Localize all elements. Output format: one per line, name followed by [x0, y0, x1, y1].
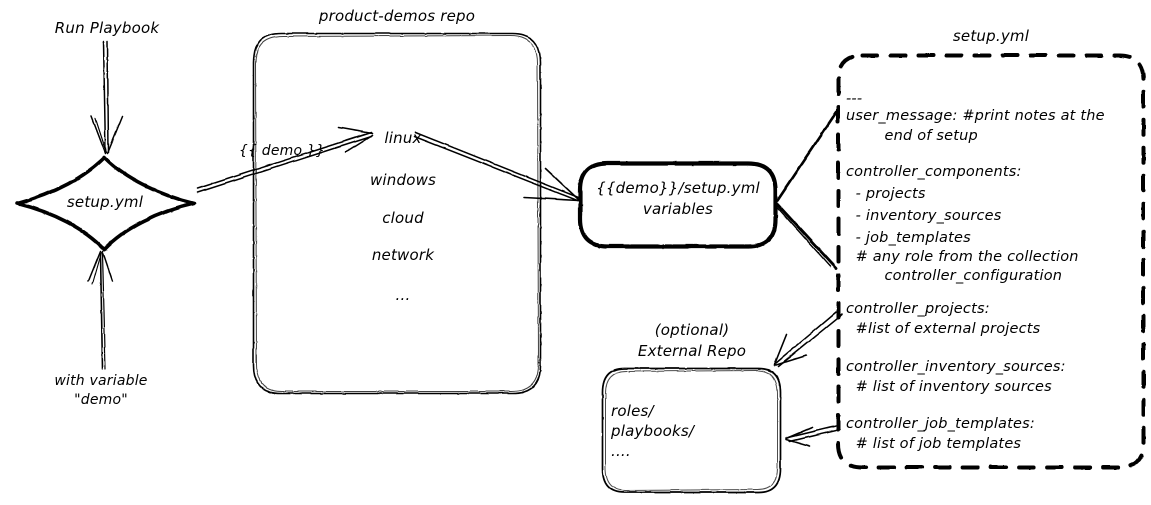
- repo-item-linux[interactable]: linux: [384, 129, 422, 147]
- arrow-file-to-external-bottom: [785, 424, 841, 447]
- yml-line-14: controller_inventory_sources:: [846, 359, 1066, 375]
- yml-line-18: # list of job templates: [846, 436, 1022, 452]
- setup-diamond-label: setup.yml: [66, 193, 144, 211]
- vars-box-line2: variables: [642, 200, 714, 218]
- repo-box-title: product-demos repo: [318, 7, 476, 25]
- yml-line-11: controller_projects:: [846, 301, 990, 317]
- external-repo-item-roles[interactable]: roles/: [611, 402, 654, 420]
- setup-yml-file-title: setup.yml: [952, 27, 1030, 45]
- arrow-file-to-external-top: [773, 309, 843, 367]
- yml-line-6: - inventory_sources: [846, 208, 1002, 224]
- line-file-to-vars-bottom: [775, 202, 838, 270]
- yml-line-9: controller_configuration: [846, 268, 1063, 284]
- external-repo-item-playbooks[interactable]: playbooks/: [611, 422, 695, 440]
- arrow-run-playbook-to-setup: [90, 40, 123, 154]
- external-repo-title-line2: External Repo: [637, 342, 747, 360]
- yml-line-12: #list of external projects: [846, 321, 1041, 337]
- yml-line-4: controller_components:: [846, 164, 1022, 180]
- yml-line-5: - projects: [846, 186, 926, 202]
- yml-line-0: ---: [846, 91, 863, 107]
- repo-item-network[interactable]: network: [371, 246, 435, 264]
- repo-item-cloud[interactable]: cloud: [382, 209, 424, 227]
- arrow-linux-to-vars: [413, 131, 579, 201]
- yml-line-8: # any role from the collection: [846, 249, 1079, 265]
- yml-line-1: user_message: #print notes at the: [846, 108, 1105, 124]
- yml-line-17: controller_job_templates:: [846, 416, 1035, 432]
- repo-item-windows[interactable]: windows: [369, 171, 437, 189]
- yml-line-7: - job_templates: [846, 230, 971, 246]
- edge-label-demo: {{ demo }}: [238, 143, 326, 159]
- external-repo-item-ellipsis: ....: [611, 442, 631, 460]
- with-variable-label-line1: with variable: [54, 373, 148, 389]
- vars-box-line1: {{demo}}/setup.yml: [596, 179, 760, 197]
- run-playbook-label: Run Playbook: [54, 19, 160, 37]
- yml-line-15: # list of inventory sources: [846, 379, 1052, 395]
- yml-line-2: end of setup: [846, 128, 978, 144]
- repo-item-ellipsis: ...: [395, 286, 411, 304]
- with-variable-label-line2: "demo": [74, 392, 128, 408]
- external-repo-title-line1: (optional): [654, 321, 730, 339]
- arrow-variable-to-setup: [87, 250, 113, 370]
- line-file-to-vars-top: [775, 110, 838, 202]
